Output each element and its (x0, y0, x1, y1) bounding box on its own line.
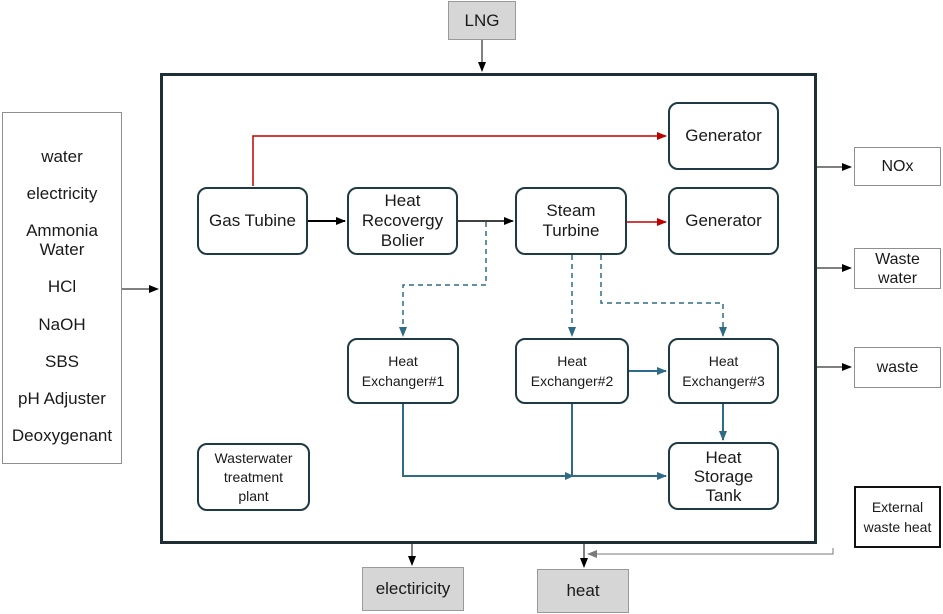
junction-arrowhead (565, 472, 574, 480)
input-deoxygenant: Deoxygenant (11, 425, 113, 445)
lng-label: LNG (464, 10, 500, 30)
waste-output: waste (854, 347, 941, 388)
external-heat-arrow (587, 548, 834, 558)
lng-box: LNG (448, 1, 516, 40)
nox-label: NOx (881, 158, 914, 175)
steam-turbine-label: Steam Turbine (542, 201, 600, 240)
steam-turbine-node: Steam Turbine (515, 187, 627, 255)
heat-exchanger-2-node: Heat Exchanger#2 (515, 338, 629, 404)
external-waste-heat-box: External waste heat (854, 486, 941, 548)
nox-output: NOx (854, 147, 941, 186)
heat-exchanger-1-node: Heat Exchanger#1 (347, 338, 459, 404)
plant-boundary (160, 73, 817, 544)
gas-turbine-node: Gas Tubine (197, 187, 308, 255)
wastewater-plant-label: Wasterwater treatment plant (214, 449, 293, 504)
heat-recovery-boiler-label: Heat Recovergy Bolier (361, 191, 444, 250)
electricity-output: electiricity (362, 567, 464, 611)
heat-recovery-boiler-node: Heat Recovergy Bolier (347, 187, 458, 255)
heat-exchanger-2-label: Heat Exchanger#2 (530, 353, 614, 389)
input-ammonia-water: Ammonia Water (26, 221, 98, 260)
st-to-hx3-dashed (600, 255, 727, 337)
generator-1-label: Generator (685, 126, 762, 145)
gas-turbine-label: Gas Tubine (209, 211, 296, 230)
heat-storage-tank-label: Heat Storage Tank (693, 447, 754, 505)
input-water: water (41, 147, 83, 166)
inputs-panel: water electricity Ammonia Water HCl NaOH… (2, 112, 122, 464)
generator-2-node: Generator (668, 187, 779, 255)
gt-to-generator-arrow (252, 132, 667, 186)
input-electricity: electricity (26, 184, 98, 204)
wastewater-plant-node: Wasterwater treatment plant (197, 443, 310, 511)
electricity-label: electiricity (375, 579, 451, 598)
heat-exchanger-3-node: Heat Exchanger#3 (668, 338, 779, 404)
input-hcl: HCl (47, 277, 77, 297)
external-waste-heat-label: External waste heat (863, 499, 932, 535)
input-sbs: SBS (44, 351, 80, 371)
heat-exchanger-3-label: Heat Exchanger#3 (682, 353, 765, 389)
waste-label: waste (876, 359, 919, 376)
generator-2-label: Generator (685, 211, 762, 230)
hrsg-to-hx1-dashed (399, 222, 487, 337)
heat-output: heat (537, 569, 629, 613)
heat-label: heat (566, 581, 600, 600)
input-naoh: NaOH (38, 314, 86, 334)
waste-water-output: Waste water (854, 248, 941, 289)
generator-1-node: Generator (668, 102, 779, 170)
heat-storage-tank-node: Heat Storage Tank (668, 442, 779, 510)
heat-exchanger-1-label: Heat Exchanger#1 (361, 353, 445, 389)
hx1-to-storage-arrow (402, 404, 667, 480)
waste-water-label: Waste water (875, 250, 920, 287)
input-ph-adjuster: pH Adjuster (18, 388, 106, 408)
